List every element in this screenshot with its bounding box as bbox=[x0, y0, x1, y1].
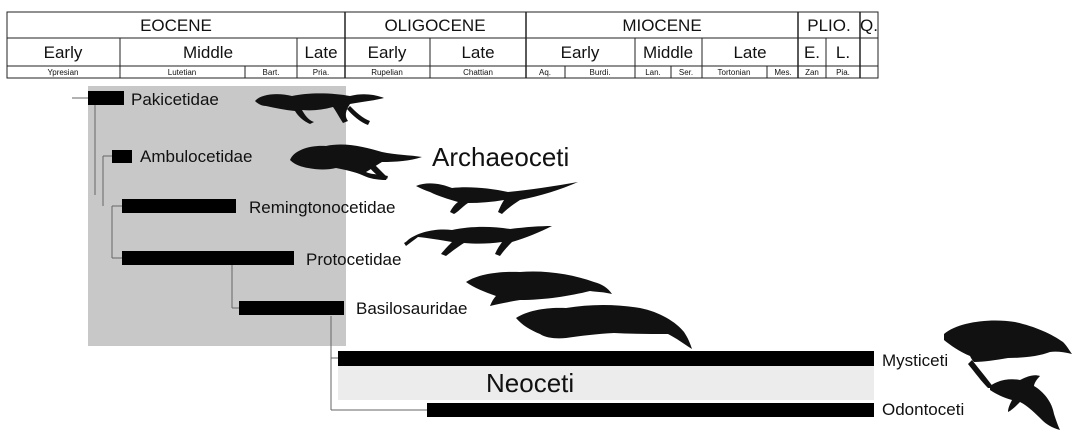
basilosaurus-long-silhouette-icon bbox=[516, 305, 692, 349]
subepoch-label-pliocene-late: L. bbox=[836, 43, 850, 62]
stage-label-chattian: Chattian bbox=[463, 68, 493, 77]
epoch-label-oligocene: OLIGOCENE bbox=[384, 16, 485, 35]
taxon-label-odontoceti: Odontoceti bbox=[882, 400, 964, 419]
range-bar-ambulocetidae bbox=[112, 150, 132, 163]
subepoch-label-miocene-late: Late bbox=[733, 43, 766, 62]
subepoch-label-pliocene-early: E. bbox=[804, 43, 820, 62]
range-bar-odontoceti bbox=[427, 403, 874, 417]
protocetus-silhouette-icon bbox=[404, 226, 552, 256]
stage-label-priabonian: Pria. bbox=[313, 68, 329, 77]
group-label-neoceti: Neoceti bbox=[486, 368, 574, 398]
epoch-label-eocene: EOCENE bbox=[140, 16, 212, 35]
stage-label-aquitanian: Aq. bbox=[539, 68, 551, 77]
stage-label-rupelian: Rupelian bbox=[371, 68, 403, 77]
stage-label-tortonian: Tortonian bbox=[718, 68, 751, 77]
stage-label-bartonian: Bart. bbox=[263, 68, 280, 77]
remingtonocetus-silhouette-icon bbox=[416, 182, 578, 214]
epoch-label-pliocene: PLIO. bbox=[807, 16, 850, 35]
stage-label-zanclean: Zan bbox=[805, 68, 819, 77]
group-label-archaeoceti: Archaeoceti bbox=[432, 142, 569, 172]
subepoch-label-eocene-early: Early bbox=[44, 43, 83, 62]
taxon-label-pakicetidae: Pakicetidae bbox=[131, 90, 219, 109]
subepoch-label-eocene-late: Late bbox=[304, 43, 337, 62]
dolphin-silhouette-icon bbox=[990, 375, 1060, 430]
stage-label-lutetian: Lutetian bbox=[168, 68, 196, 77]
stage-label-serravallian: Ser. bbox=[679, 68, 693, 77]
stage-label-messinian: Mes. bbox=[774, 68, 791, 77]
stage-label-ypresian: Ypresian bbox=[48, 68, 79, 77]
taxon-label-ambulocetidae: Ambulocetidae bbox=[140, 147, 252, 166]
taxon-label-remingtonocetidae: Remingtonocetidae bbox=[249, 198, 395, 217]
basilosaurus-silhouette-icon bbox=[466, 271, 612, 306]
taxon-label-basilosauridae: Basilosauridae bbox=[356, 299, 468, 318]
epoch-label-miocene: MIOCENE bbox=[622, 16, 701, 35]
range-bar-basilosauridae bbox=[239, 301, 344, 315]
subepoch-label-miocene-middle: Middle bbox=[643, 43, 693, 62]
subepoch-label-miocene-early: Early bbox=[561, 43, 600, 62]
baleen-whale-silhouette-icon bbox=[944, 321, 1072, 389]
subepoch-label-oligocene-early: Early bbox=[368, 43, 407, 62]
stage-label-piacenzian: Pia. bbox=[836, 68, 850, 77]
epoch-label-quaternary: Q. bbox=[860, 16, 878, 35]
neoceti-shade bbox=[338, 366, 874, 400]
stage-label-burdigalian: Burdi. bbox=[590, 68, 611, 77]
range-bar-protocetidae bbox=[122, 251, 294, 265]
stage-label-langhian: Lan. bbox=[645, 68, 661, 77]
subepoch-label-eocene-middle: Middle bbox=[183, 43, 233, 62]
taxon-label-protocetidae: Protocetidae bbox=[306, 250, 401, 269]
range-bar-remingtonocetidae bbox=[122, 199, 236, 213]
range-bar-mysticeti bbox=[338, 351, 874, 366]
range-bar-pakicetidae bbox=[88, 91, 124, 105]
subepoch-label-oligocene-late: Late bbox=[461, 43, 494, 62]
taxon-label-mysticeti: Mysticeti bbox=[882, 351, 948, 370]
